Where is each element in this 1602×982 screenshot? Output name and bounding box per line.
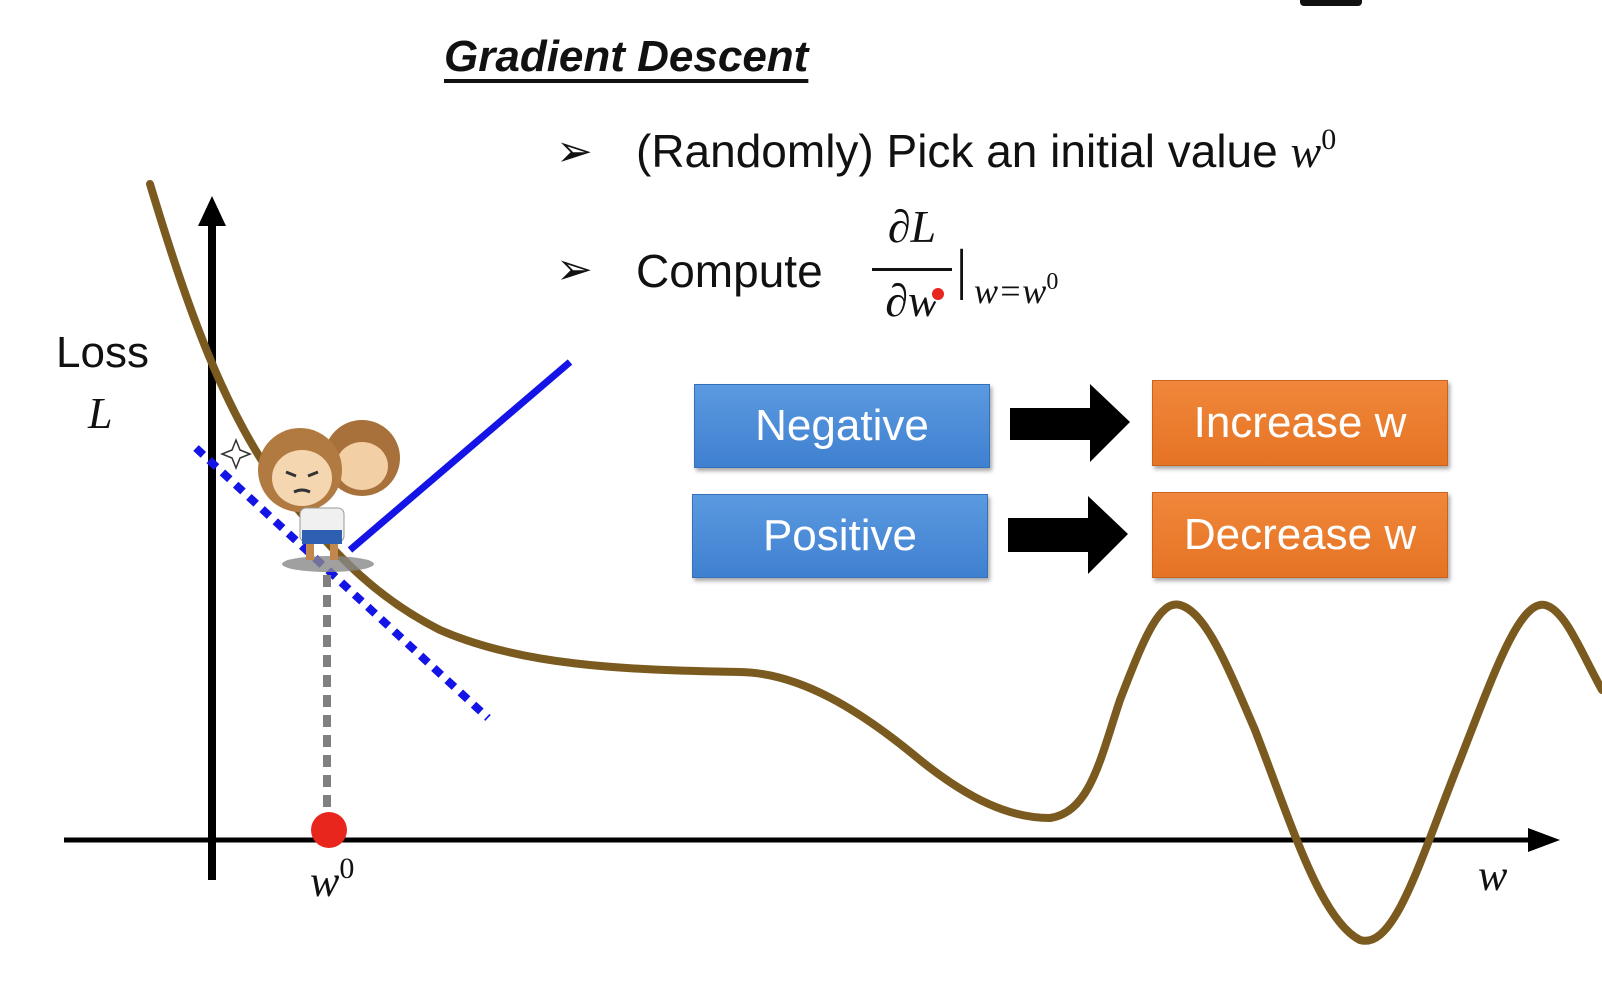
- increase-label: Increase w: [1193, 398, 1407, 447]
- arrow-right-icon: [1010, 384, 1130, 462]
- point-label-w: w: [310, 857, 340, 906]
- decrease-label: Decrease w: [1183, 510, 1417, 559]
- x-axis-label-w: w: [1478, 851, 1508, 900]
- bullet-1-sup: 0: [1321, 123, 1337, 156]
- subscript-text: w=w: [974, 271, 1047, 311]
- monkey-mascot-icon: [219, 420, 400, 572]
- bullet-2-text: Compute: [636, 245, 823, 297]
- top-edge-tab: [1300, 0, 1362, 6]
- slide-title: Gradient Descent: [444, 32, 809, 81]
- initial-point-label: w0: [310, 852, 354, 907]
- initial-point: [311, 812, 347, 848]
- bullet-1-math: w: [1290, 126, 1322, 177]
- cursor-marker: [930, 286, 946, 302]
- tangent-dashed-line: [193, 445, 491, 721]
- bullet-1: (Randomly) Pick an initial value w0: [636, 123, 1337, 178]
- y-axis-arrowhead: [198, 196, 226, 226]
- evaluation-bar: |: [956, 239, 968, 301]
- x-axis-arrowhead: [1528, 828, 1560, 852]
- positive-label: Positive: [762, 511, 918, 560]
- derivative-numerator: ∂L: [887, 201, 937, 252]
- point-label-sup: 0: [339, 852, 355, 885]
- derivative-denominator: ∂w: [885, 275, 939, 326]
- tangent-solid-line: [347, 359, 573, 553]
- fraction-bar: [872, 268, 952, 271]
- y-axis-label-loss: Loss: [56, 328, 149, 377]
- loss-curve: [146, 180, 1602, 945]
- subscript-sup: 0: [1046, 269, 1059, 295]
- increase-box: Increase w: [1152, 380, 1448, 466]
- bullet-arrow-icon: ➢: [556, 127, 593, 176]
- bullet-1-text: (Randomly) Pick an initial value: [636, 125, 1291, 177]
- negative-label: Negative: [755, 401, 929, 450]
- decrease-box: Decrease w: [1152, 492, 1448, 578]
- y-axis-label-L: L: [88, 389, 113, 438]
- bullet-arrow-icon: ➢: [556, 245, 593, 294]
- positive-box: Positive: [692, 494, 988, 578]
- negative-box: Negative: [694, 384, 990, 468]
- derivative-subscript: w=w0: [974, 269, 1059, 312]
- arrow-right-icon: [1008, 496, 1128, 574]
